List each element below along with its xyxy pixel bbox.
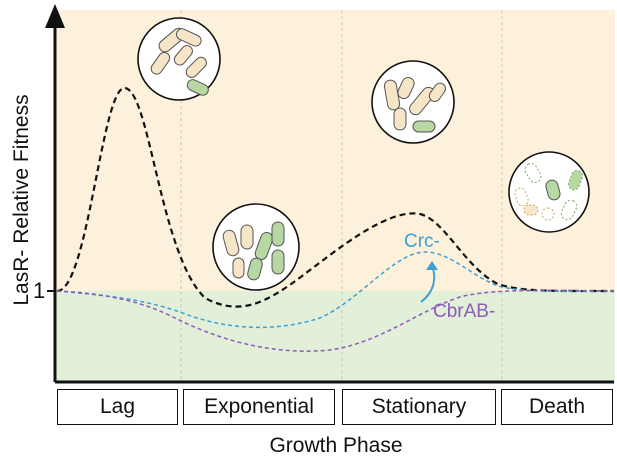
lasr-curve bbox=[56, 86, 615, 308]
crc-label: Crc- bbox=[404, 231, 440, 252]
below-baseline-region bbox=[55, 291, 615, 382]
cbrab-label: CbrAB- bbox=[433, 301, 496, 322]
y-axis-arrow-icon bbox=[45, 4, 65, 28]
stationary-population-icon bbox=[371, 60, 455, 144]
y-axis-label: LasR- Relative Fitness bbox=[10, 94, 33, 306]
phase-stationary: Stationary bbox=[342, 389, 496, 425]
phase-death: Death bbox=[501, 389, 613, 425]
lag-population-icon bbox=[137, 17, 221, 101]
death-population-icon bbox=[508, 151, 590, 233]
phase-exponential: Exponential bbox=[183, 389, 335, 425]
crc-curve bbox=[56, 251, 615, 329]
exponential-population-icon bbox=[212, 203, 300, 291]
x-axis-label: Growth Phase bbox=[269, 434, 403, 457]
y-tick-label: 1 bbox=[33, 278, 46, 303]
arrow-head-icon bbox=[426, 261, 438, 270]
phase-lag: Lag bbox=[57, 389, 178, 425]
cbrab-curve bbox=[56, 289, 615, 352]
